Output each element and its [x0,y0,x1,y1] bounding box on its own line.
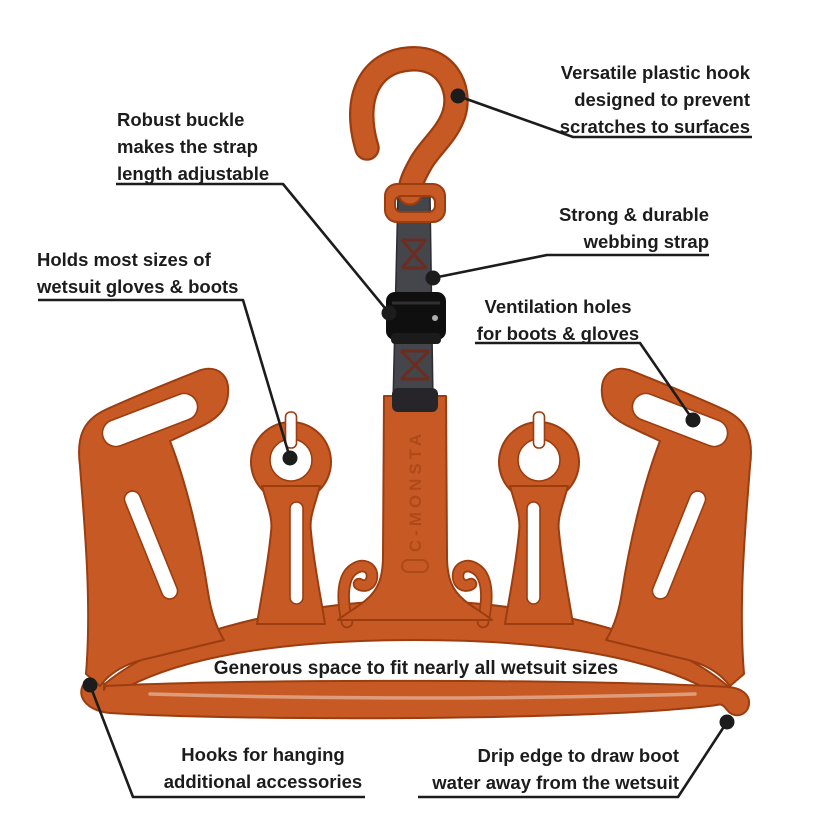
callout-line-accessory-hooks [88,684,365,799]
callout-line-buckle [116,182,391,314]
right-bulb-hook [498,411,580,625]
embossed-logo [401,559,429,573]
label-gloves-boots-holder: Holds most sizes of wetsuit gloves & boo… [37,246,238,300]
strap-buckle [386,292,446,344]
callout-dot-ventilation [685,412,701,428]
label-line: makes the strap [117,136,258,157]
callout-dot-webbing [425,270,441,286]
callout-dot-plastic-hook [450,88,466,104]
callout-line-plastic-hook [457,94,752,139]
strap-stitching-top [400,238,428,270]
callout-dot-drip-edge [719,714,735,730]
callout-line-drip-edge [418,721,729,799]
embossed-brand-text: C-MONSTA [406,430,425,552]
label-line: designed to prevent [574,89,750,110]
label-line: Holds most sizes of [37,249,211,270]
bottom-bar [80,677,751,720]
label-line: length adjustable [117,163,270,184]
callout-dot-gloves-boots [282,450,298,466]
label-line: additional accessories [163,771,363,792]
center-column: C-MONSTA [337,388,493,621]
label-line: scratches to surfaces [559,116,750,137]
label-generous-space: Generous space to fit nearly all wetsuit… [211,655,621,682]
plastic-hook [362,59,456,223]
strap-stitching-bottom [399,349,431,381]
label-accessory-hooks: Hooks for hanging additional accessories [157,741,369,795]
label-line: Ventilation holes [484,296,632,317]
label-drip-edge: Drip edge to draw boot water away from t… [432,742,679,796]
label-line: Robust buckle [117,109,245,130]
hook-eyelet [384,183,446,223]
label-webbing-strap: Strong & durable webbing strap [559,201,709,255]
right-arm-hook [600,367,752,687]
label-line: Hooks for hanging [181,744,345,765]
label-plastic-hook: Versatile plastic hook designed to preve… [560,59,750,140]
label-buckle: Robust buckle makes the strap length adj… [117,106,269,187]
strap-socket [392,388,438,412]
label-line: Versatile plastic hook [560,62,750,83]
label-line: wetsuit gloves & boots [37,276,239,297]
label-ventilation-holes: Ventilation holes for boots & gloves [452,293,664,347]
bar-highlight [148,692,697,700]
callout-lines [38,88,752,799]
callout-dot-buckle [381,305,397,321]
callout-line-ventilation [475,341,695,421]
callout-dot-accessory-hooks [82,677,98,693]
callout-line-gloves-boots [38,298,292,459]
callout-line-webbing [432,253,709,280]
label-line: Strong & durable [558,204,709,225]
label-line: for boots & gloves [476,323,640,344]
label-line: Drip edge to draw boot [477,745,679,766]
left-bulb-hook [250,411,332,625]
label-line: Generous space to fit nearly all wetsuit… [213,658,619,679]
left-arm-hook [78,367,230,687]
label-line: webbing strap [583,231,709,252]
label-line: water away from the wetsuit [432,772,679,793]
